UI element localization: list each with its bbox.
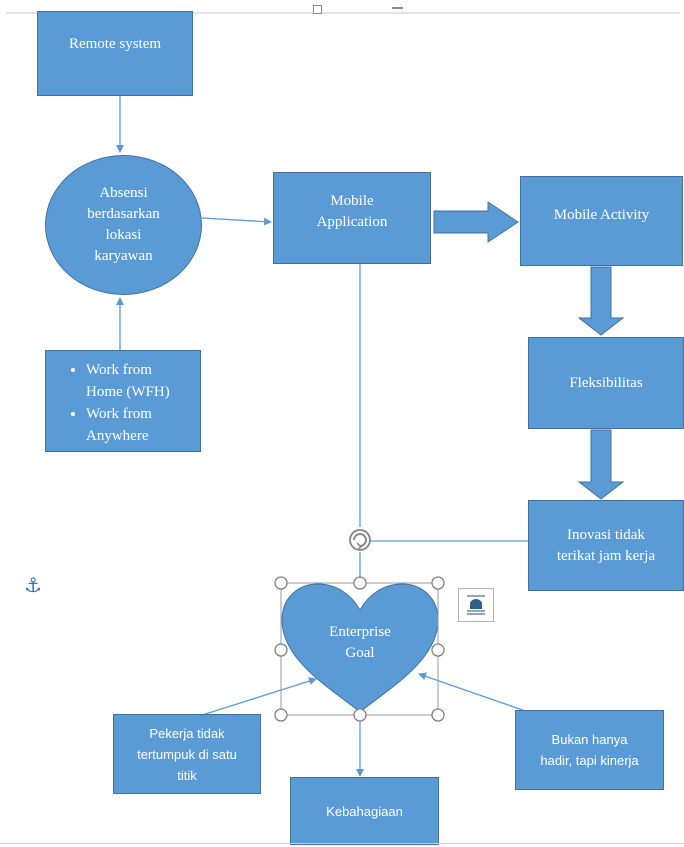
page-top-area	[0, 0, 684, 14]
block-arrow-activity-to-fleksibilitas	[577, 266, 625, 336]
work-mode-item: Work from Anywhere	[86, 403, 200, 447]
pekerja-box[interactable]: Pekerja tidak tertumpuk di satu titik	[113, 714, 261, 794]
mobile-activity-box[interactable]: Mobile Activity	[520, 176, 683, 266]
mobile-application-box[interactable]: Mobile Application	[273, 172, 431, 264]
top-resize-handle[interactable]	[313, 5, 322, 14]
page-top-border	[6, 12, 680, 14]
remote-system-label: Remote system	[68, 36, 162, 52]
pekerja-label: Pekerja tidak tertumpuk di satu titik	[137, 725, 237, 783]
inovasi-label: Inovasi tidak terikat jam kerja	[556, 526, 656, 564]
absensi-circle[interactable]: Absensi berdasarkan lokasi karyawan	[45, 155, 202, 295]
enterprise-goal-heart[interactable]	[281, 583, 439, 713]
anchor-icon[interactable]: ⚓	[24, 573, 42, 597]
remote-system-box[interactable]: Remote system	[37, 11, 193, 96]
arrow-absensi-to-mobile-app	[201, 217, 272, 226]
page-bottom-border	[0, 843, 684, 844]
bukan-hanya-box[interactable]: Bukan hanya hadir, tapi kinerja	[515, 710, 664, 790]
work-mode-list: Work from Home (WFH) Work from Anywhere	[46, 359, 200, 447]
fleksibilitas-label: Fleksibilitas	[569, 374, 643, 391]
kebahagiaan-box[interactable]: Kebahagiaan	[290, 777, 439, 845]
layout-options-glyph	[467, 595, 485, 615]
mobile-activity-label: Mobile Activity	[553, 207, 650, 223]
arrow-heart-pekerja	[191, 677, 317, 722]
arrow-heart-bukan	[418, 672, 539, 720]
mobile-application-label: Mobile Application	[316, 193, 388, 230]
absensi-label: Absensi berdasarkan lokasi karyawan	[87, 185, 160, 264]
selection-handles[interactable]	[274, 576, 445, 722]
top-dash-mark	[392, 7, 403, 9]
bukan-hanya-label: Bukan hanya hadir, tapi kinerja	[540, 732, 639, 768]
work-mode-item: Work from Home (WFH)	[86, 359, 200, 403]
enterprise-goal-label: Enterprise Goal	[329, 624, 391, 661]
rotate-handle-icon[interactable]	[349, 529, 371, 551]
block-arrow-fleksibilitas-to-inovasi	[577, 429, 625, 500]
work-mode-box[interactable]: Work from Home (WFH) Work from Anywhere	[45, 350, 201, 452]
block-arrow-app-to-activity	[433, 201, 519, 243]
layout-options-icon[interactable]	[458, 588, 494, 622]
kebahagiaan-label: Kebahagiaan	[326, 803, 403, 819]
fleksibilitas-box[interactable]: Fleksibilitas	[528, 337, 684, 429]
inovasi-box[interactable]: Inovasi tidak terikat jam kerja	[528, 500, 684, 591]
